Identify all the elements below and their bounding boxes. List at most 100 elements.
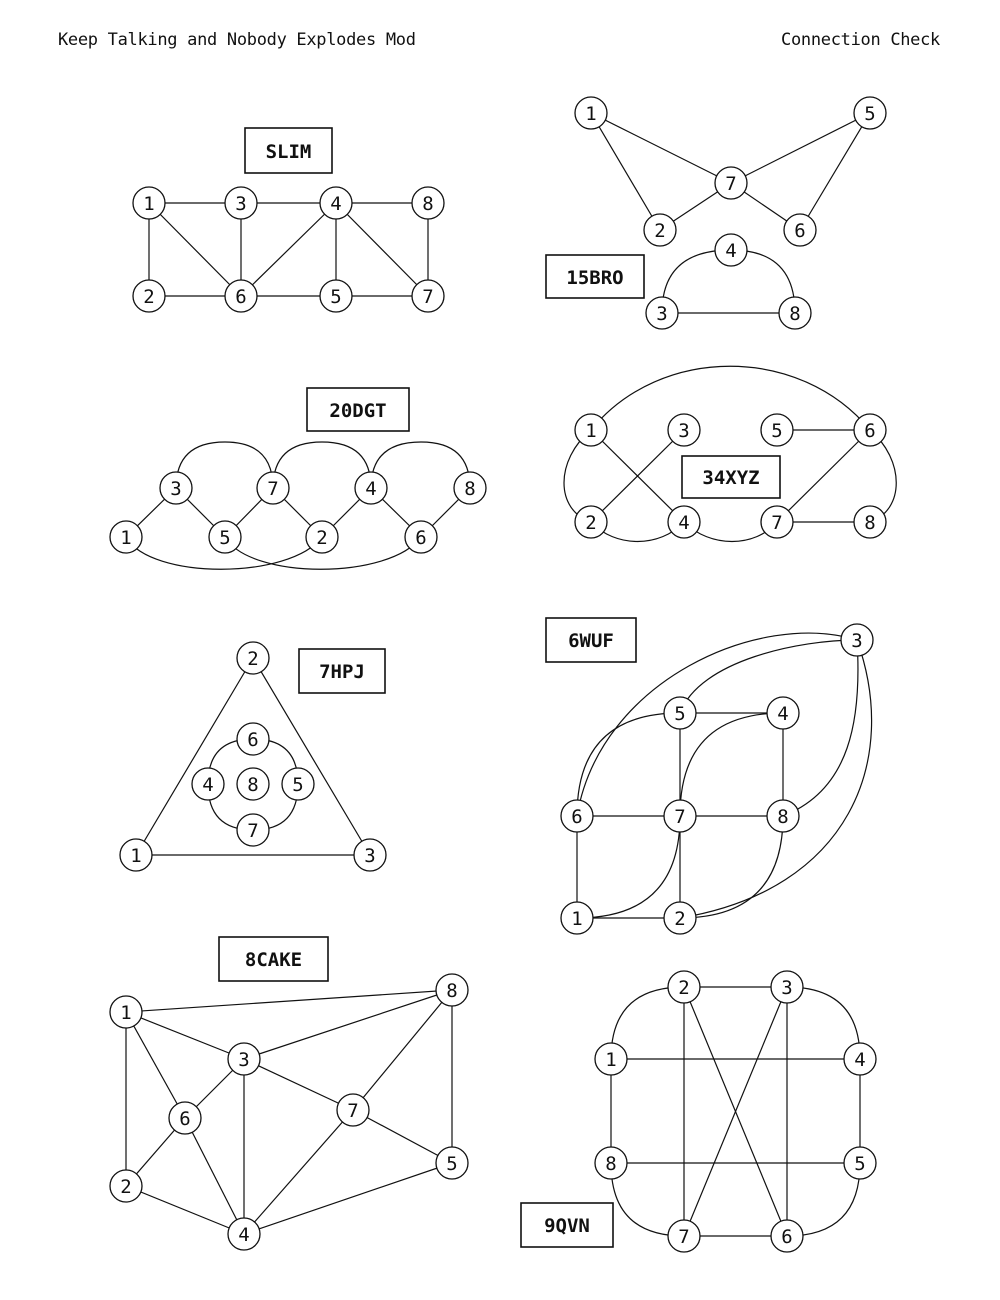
svg-text:8: 8 xyxy=(247,774,258,796)
graph-slim-node: 6 xyxy=(224,279,258,313)
graph-9qvn: 9QVN 2 3 1 4 8 5 7 6 xyxy=(520,970,877,1253)
svg-text:4: 4 xyxy=(725,240,736,262)
svg-text:3: 3 xyxy=(656,303,667,325)
svg-text:1: 1 xyxy=(571,908,582,930)
svg-text:4: 4 xyxy=(854,1049,865,1071)
svg-text:8: 8 xyxy=(864,512,875,534)
svg-text:7: 7 xyxy=(267,478,278,500)
graph-slim: SLIM 1 3 4 8 2 6 5 7 xyxy=(132,127,445,313)
graph-8cake-node: 8 xyxy=(435,973,469,1007)
graph-8cake-node: 4 xyxy=(227,1217,261,1251)
graph-9qvn-node: 3 xyxy=(770,970,804,1004)
graph-20dgt-node: 7 xyxy=(256,471,290,505)
svg-text:5: 5 xyxy=(854,1153,865,1175)
graph-slim-node: 3 xyxy=(224,186,258,220)
graph-label-7hpj: 7HPJ xyxy=(298,648,386,694)
graph-34xyz-node: 3 xyxy=(667,413,701,447)
svg-text:3: 3 xyxy=(364,845,375,867)
svg-text:1: 1 xyxy=(143,193,154,215)
svg-text:8: 8 xyxy=(605,1153,616,1175)
graph-8cake-node: 3 xyxy=(227,1042,261,1076)
svg-text:6: 6 xyxy=(794,220,805,242)
graph-15bro: 15BRO 1 5 7 2 6 4 3 8 xyxy=(545,96,887,330)
graph-7hpj-node: 7 xyxy=(236,813,270,847)
graph-label-8cake: 8CAKE xyxy=(218,936,329,982)
graph-34xyz: 34XYZ 1 3 5 6 2 4 7 8 xyxy=(563,365,897,542)
svg-text:6: 6 xyxy=(247,729,258,751)
graph-7hpj-node: 8 xyxy=(236,767,270,801)
graph-7hpj-node: 2 xyxy=(236,641,270,675)
svg-text:4: 4 xyxy=(330,193,341,215)
graph-20dgt-node: 2 xyxy=(305,520,339,554)
svg-text:5: 5 xyxy=(330,286,341,308)
header-mod-title: Keep Talking and Nobody Explodes Mod xyxy=(58,30,416,50)
svg-text:8: 8 xyxy=(446,980,457,1002)
svg-text:5: 5 xyxy=(864,103,875,125)
graph-15bro-node: 1 xyxy=(574,96,608,130)
svg-text:4: 4 xyxy=(238,1224,249,1246)
graph-9qvn-node: 6 xyxy=(770,1219,804,1253)
svg-text:4: 4 xyxy=(678,512,689,534)
graph-label-slim: SLIM xyxy=(244,127,333,174)
graph-slim-node: 5 xyxy=(319,279,353,313)
graph-9qvn-node: 1 xyxy=(594,1042,628,1076)
svg-text:3: 3 xyxy=(238,1049,249,1071)
svg-text:7: 7 xyxy=(725,173,736,195)
graph-7hpj-edges xyxy=(135,657,371,856)
svg-text:1: 1 xyxy=(605,1049,616,1071)
svg-text:5: 5 xyxy=(771,420,782,442)
svg-text:6: 6 xyxy=(235,286,246,308)
graph-7hpj-node: 3 xyxy=(353,838,387,872)
graph-9qvn-node: 8 xyxy=(594,1146,628,1180)
graph-20dgt-node: 3 xyxy=(159,471,193,505)
graph-20dgt-node: 1 xyxy=(109,520,143,554)
header-module-name: Connection Check xyxy=(781,30,940,50)
graph-7hpj: 7HPJ 2 6 4 8 5 7 1 3 xyxy=(119,641,387,872)
graph-8cake-node: 2 xyxy=(109,1169,143,1203)
svg-text:9QVN: 9QVN xyxy=(544,1215,590,1237)
svg-text:8: 8 xyxy=(777,806,788,828)
graph-slim-node: 7 xyxy=(411,279,445,313)
svg-text:6: 6 xyxy=(179,1108,190,1130)
svg-text:2: 2 xyxy=(316,527,327,549)
svg-text:8: 8 xyxy=(464,478,475,500)
graph-8cake-node: 7 xyxy=(336,1093,370,1127)
svg-text:6: 6 xyxy=(571,806,582,828)
svg-text:2: 2 xyxy=(674,908,685,930)
svg-text:4: 4 xyxy=(365,478,376,500)
graph-34xyz-node: 4 xyxy=(667,505,701,539)
graph-34xyz-edges xyxy=(563,365,897,542)
graph-34xyz-node: 8 xyxy=(853,505,887,539)
graph-6wuf-node: 6 xyxy=(560,799,594,833)
svg-text:7: 7 xyxy=(347,1100,358,1122)
graph-20dgt-node: 5 xyxy=(208,520,242,554)
graph-15bro-node: 5 xyxy=(853,96,887,130)
svg-text:1: 1 xyxy=(120,527,131,549)
graph-slim-node: 2 xyxy=(132,279,166,313)
graph-slim-node: 8 xyxy=(411,186,445,220)
graph-9qvn-node: 4 xyxy=(843,1042,877,1076)
svg-text:SLIM: SLIM xyxy=(266,141,312,163)
graph-slim-edges xyxy=(148,202,429,297)
graph-6wuf-node: 2 xyxy=(663,901,697,935)
svg-text:1: 1 xyxy=(585,420,596,442)
svg-text:5: 5 xyxy=(292,774,303,796)
graph-9qvn-edges xyxy=(610,986,861,1237)
svg-text:20DGT: 20DGT xyxy=(329,400,386,422)
svg-text:4: 4 xyxy=(202,774,213,796)
svg-text:4: 4 xyxy=(777,703,788,725)
graph-7hpj-node: 1 xyxy=(119,838,153,872)
graph-34xyz-node: 5 xyxy=(760,413,794,447)
graph-20dgt-node: 4 xyxy=(354,471,388,505)
svg-text:5: 5 xyxy=(446,1153,457,1175)
graph-15bro-node: 2 xyxy=(643,213,677,247)
svg-text:7: 7 xyxy=(771,512,782,534)
svg-text:5: 5 xyxy=(674,703,685,725)
svg-text:8: 8 xyxy=(422,193,433,215)
graph-6wuf-node: 7 xyxy=(663,799,697,833)
graph-8cake-node: 6 xyxy=(168,1101,202,1135)
svg-text:2: 2 xyxy=(654,220,665,242)
svg-text:7: 7 xyxy=(247,820,258,842)
graph-34xyz-node: 2 xyxy=(574,505,608,539)
